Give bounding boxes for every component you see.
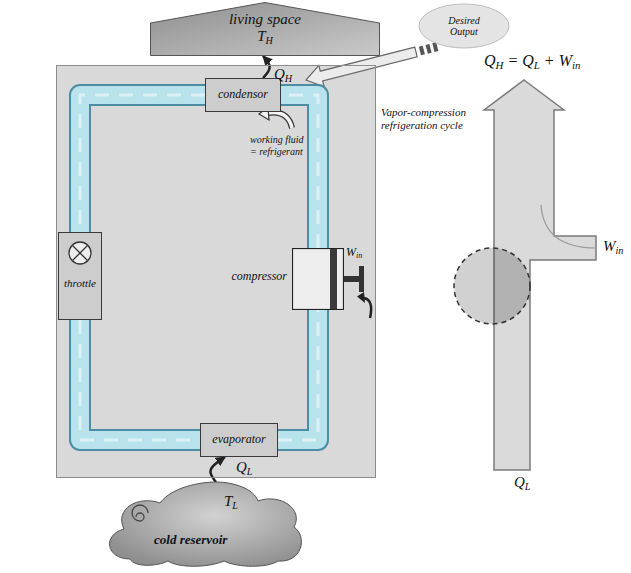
annotation: Win — [346, 246, 362, 260]
refrigerant-pipe — [281, 95, 318, 248]
cylinder-shape — [293, 249, 344, 310]
energy-balance-arrow — [454, 80, 596, 470]
rod-handle — [359, 266, 364, 292]
node-label: TL — [224, 493, 238, 511]
rod — [344, 276, 360, 282]
valve-symbol — [69, 242, 91, 264]
house-shape — [151, 3, 380, 56]
refrigerant-pipe — [80, 95, 205, 232]
annotation: Win — [603, 238, 623, 256]
cycle-backdrop — [56, 65, 376, 478]
output-arrow-dash — [427, 48, 431, 49]
cloud-shape — [110, 482, 302, 566]
merge-line — [541, 205, 596, 248]
flow-arrow-outline — [268, 113, 292, 128]
heat-flow-arrow — [210, 457, 225, 482]
node-label: Vapor-compression refrigeration cycle — [381, 106, 475, 131]
work-curl — [364, 298, 371, 318]
node-label: compressor — [231, 270, 287, 284]
node-label: TH — [257, 28, 273, 46]
work-curl-head — [357, 292, 365, 303]
piston — [330, 249, 337, 309]
heat-flow-arrow — [263, 56, 270, 78]
piston-rod — [344, 266, 364, 292]
edge-label: QL — [236, 459, 253, 477]
node-label: living space — [229, 11, 301, 28]
condenser-box: condensor — [205, 78, 281, 112]
evaporator-box: evaporator — [200, 423, 278, 457]
desired-output-bubble: Desired Output — [418, 3, 510, 49]
throttle-valve-outline — [59, 233, 101, 319]
node-label: condensor — [218, 88, 268, 102]
annotation: QH = QL + Win — [484, 52, 580, 71]
cold-reservoir-cloud: TL cold reservoir — [98, 481, 306, 569]
node-label: evaporator — [212, 433, 265, 447]
compressor-cylinder-outline — [292, 248, 344, 310]
bubble-shape — [419, 4, 509, 48]
refrigerant-pipe — [80, 320, 200, 440]
cycle-housing: Vapor-compression refrigeration cyclecon… — [56, 65, 376, 478]
work-input-arrow — [357, 292, 371, 318]
annotation: working fluid = refrigerant — [250, 134, 304, 157]
output-arrow-dash — [420, 50, 424, 51]
swirl-icon — [132, 505, 148, 521]
refrigerant-pipe — [278, 310, 318, 440]
control-circle — [454, 248, 530, 324]
annotation: QL — [514, 474, 531, 492]
living-space-house: living spaceTH — [150, 2, 380, 56]
throttle-valve: throttle — [58, 232, 102, 320]
edge-label: QH — [274, 66, 292, 84]
node-label: cold reservoir — [154, 533, 227, 548]
compressor-cylinder: compressor — [292, 248, 344, 310]
node-label: throttle — [64, 277, 96, 290]
node-label: Desired Output — [434, 15, 494, 38]
flow-arrow-body — [268, 113, 292, 128]
cold-reservoir-cloud-outline — [98, 481, 306, 569]
output-arrow-dash — [433, 47, 437, 48]
